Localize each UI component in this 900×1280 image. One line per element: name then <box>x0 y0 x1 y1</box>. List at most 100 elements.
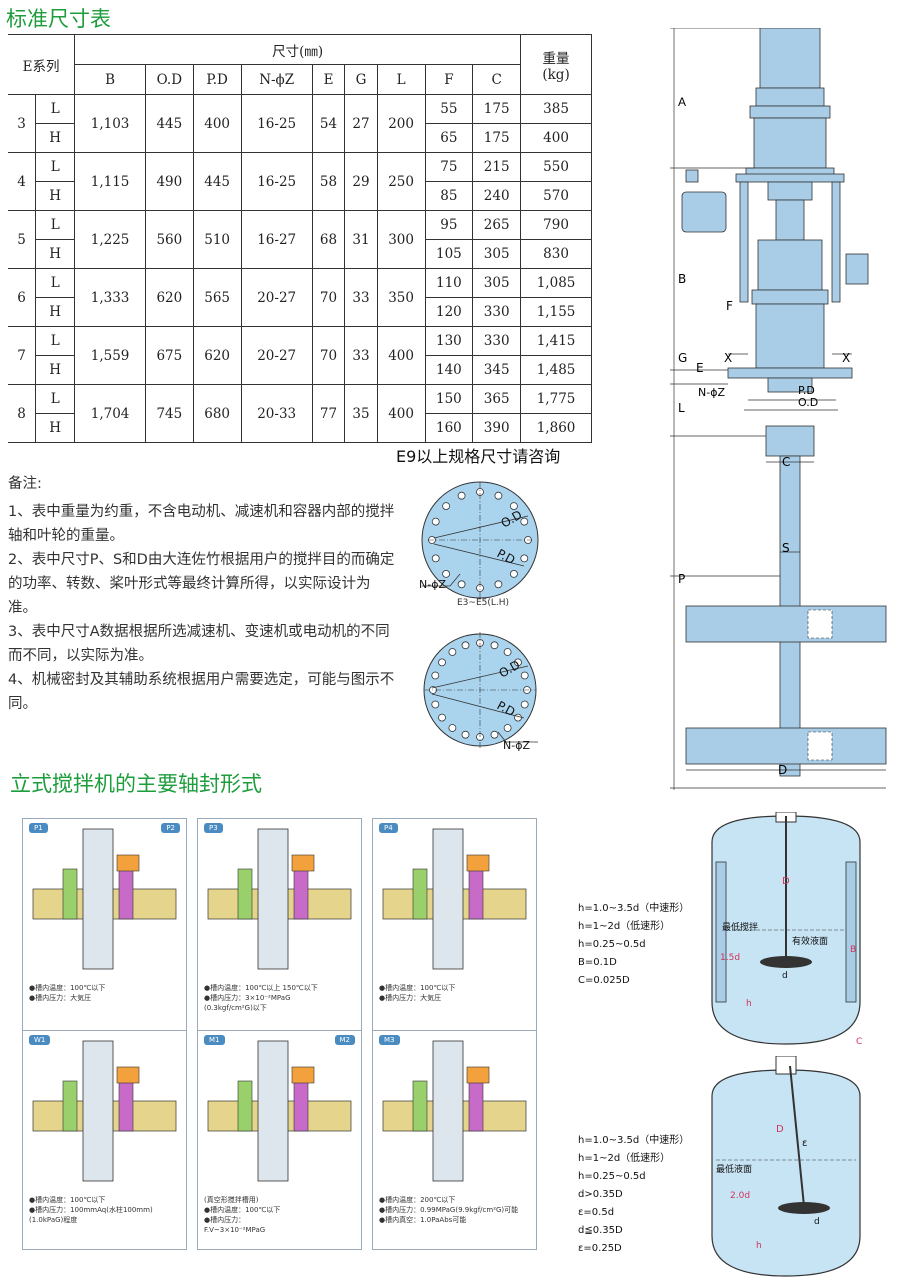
tank2-line: d>0.35D <box>578 1189 623 1200</box>
seal-panel-notes: (真空形搅拌槽用)●槽内温度：100℃以下●槽内压力：F.V~3×10⁻²MPa… <box>204 1195 280 1235</box>
pd-cell: 400 <box>192 94 242 153</box>
dim-e: E <box>696 361 704 375</box>
size-cell: 8 <box>8 384 37 443</box>
seal-drawing <box>382 1040 527 1182</box>
seal-note-line: F.V~3×10⁻²MPaG <box>204 1226 266 1234</box>
bolt-hole <box>490 641 499 650</box>
note-item: 3、表中尺寸A数据根据所选减速机、变速机或电动机的不同而不同，以实际为准。 <box>8 624 390 664</box>
f-cell: 160 <box>424 413 474 443</box>
type-cell: H <box>35 355 76 385</box>
size-cell: 7 <box>8 326 37 385</box>
tank1-line: B=0.1D <box>578 957 617 968</box>
tank2-line: h=1.0~3.5d（中速形） <box>578 1135 690 1146</box>
series-header: E系列 <box>8 34 76 95</box>
bolt-hole <box>503 724 512 732</box>
g-cell: 33 <box>344 326 378 385</box>
bolt-hole <box>520 554 529 563</box>
od-cell: 675 <box>144 326 194 385</box>
weight-label: 重量 <box>542 50 570 67</box>
f-cell: 140 <box>424 355 474 385</box>
od-cell: 745 <box>144 384 194 443</box>
col-header: C <box>472 64 522 95</box>
tank1-line: h=0.25~0.5d <box>578 939 646 950</box>
seal-note-line: ●槽内温度：100℃以下 <box>29 984 106 992</box>
c-cell: 345 <box>472 355 522 385</box>
weight-cell: 1,485 <box>520 355 592 385</box>
weight-cell: 1,860 <box>520 413 592 443</box>
dim-d: D <box>778 763 787 777</box>
dimension-group-header: 尺寸(㎜) <box>74 34 522 65</box>
type-cell: L <box>35 152 76 182</box>
weight-cell: 1,155 <box>520 297 592 327</box>
seal-type-tag: P3 <box>204 823 223 833</box>
dim-b: B <box>678 272 686 286</box>
f-cell: 65 <box>424 123 474 153</box>
g-cell: 35 <box>344 384 378 443</box>
c-cell: 305 <box>472 239 522 269</box>
flange-nz-label-2: N-ϕZ <box>503 739 530 752</box>
note-item: 4、机械密封及其辅助系统根据用户需要选定，可能与图示不同。 <box>8 672 395 712</box>
seal-drawing <box>382 828 527 970</box>
seal-type-tag: M1 <box>204 1035 225 1045</box>
b-cell: 1,115 <box>74 152 146 211</box>
dim-od: O.D <box>798 396 818 409</box>
dim-s: S <box>782 541 790 555</box>
flange-drawing-small: O.D P.D <box>421 481 539 599</box>
bolt-hole <box>461 730 470 739</box>
seal-type-tag: M3 <box>379 1035 400 1045</box>
b-cell: 1,225 <box>74 210 146 269</box>
tank2-small-d-label: d <box>814 1217 820 1227</box>
bolt-hole <box>438 713 446 722</box>
tank2-line: h=0.25~0.5d <box>578 1171 646 1182</box>
od-cell: 620 <box>144 268 194 327</box>
nz-cell: 20-27 <box>240 326 313 385</box>
g-cell: 31 <box>344 210 378 269</box>
l-cell: 250 <box>376 152 426 211</box>
type-cell: L <box>35 384 76 414</box>
col-header: B <box>74 64 146 95</box>
agitator-elevation-drawing: A B F X X G E L N-ϕZ P.D O.D C S P D <box>670 28 887 790</box>
seal-note-line: ●槽内温度：200℃以下 <box>379 1196 456 1204</box>
seal-panel: W1●槽内温度：100℃以下●槽内压力：100mmAq(水柱100mm)(1.0… <box>22 1030 187 1250</box>
size-cell: 4 <box>8 152 37 211</box>
tank2-line: h=1~2d（低速形） <box>578 1153 671 1164</box>
od-cell: 560 <box>144 210 194 269</box>
e-cell: 68 <box>311 210 346 269</box>
note-item: 2、表中尺寸P、S和D由大连佐竹根据用户的搅拌目的而确定的功率、转数、桨叶形式等… <box>8 552 395 616</box>
notes-title: 备注: <box>8 476 42 492</box>
tank1-liquid-label: 有效液面 <box>792 935 828 947</box>
tank1-h-label: h <box>746 999 752 1009</box>
b-cell: 1,559 <box>74 326 146 385</box>
type-cell: L <box>35 268 76 298</box>
bolt-hole <box>503 648 512 656</box>
tank2-formulas: h=1.0~3.5d（中速形） h=1~2d（低速形） h=0.25~0.5d … <box>578 1132 689 1258</box>
spec-table-title: 标准尺寸表 <box>6 7 111 31</box>
seal-note-line: ●槽内温度：100℃以下 <box>29 1196 106 1204</box>
f-cell: 130 <box>424 326 474 356</box>
note-item: 1、表中重量为约重，不含电动机、减速机和容器内部的搅拌轴和叶轮的重量。 <box>8 504 395 544</box>
weight-cell: 385 <box>520 94 592 124</box>
tank1-c-label: C <box>856 1037 862 1047</box>
nz-cell: 20-27 <box>240 268 313 327</box>
col-header: G <box>344 64 378 95</box>
bolt-hole <box>431 517 440 526</box>
tank1-d-label: D <box>782 876 790 887</box>
weight-cell: 400 <box>520 123 592 153</box>
f-cell: 105 <box>424 239 474 269</box>
c-cell: 365 <box>472 384 522 414</box>
tank2-h-label: h <box>756 1241 762 1251</box>
c-cell: 175 <box>472 94 522 124</box>
nz-cell: 16-27 <box>240 210 313 269</box>
c-cell: 215 <box>472 152 522 182</box>
size-cell: 6 <box>8 268 37 327</box>
weight-cell: 570 <box>520 181 592 211</box>
col-header: E <box>311 64 346 95</box>
c-cell: 330 <box>472 297 522 327</box>
bolt-hole <box>442 502 450 510</box>
tank-diagram-unbaffled: D ε 最低液面 2.0d d h <box>711 1056 861 1277</box>
seal-types-title: 立式搅拌机的主要轴封形式 <box>10 772 262 796</box>
od-cell: 445 <box>144 94 194 153</box>
